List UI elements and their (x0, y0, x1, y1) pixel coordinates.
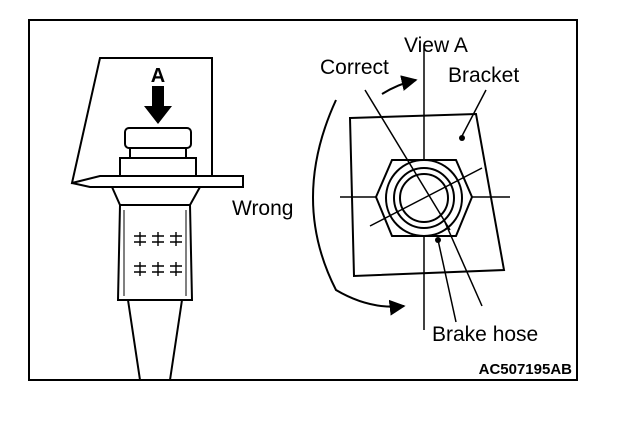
fitting-nut (124, 127, 192, 149)
brake-pipe (127, 299, 183, 381)
wrong-arc-arrow-icon (312, 99, 406, 316)
correct-label: Correct (320, 56, 389, 79)
hose-inner-ring (399, 173, 449, 223)
fitting-hex (119, 157, 197, 177)
brake-hose-leader-1 (437, 239, 457, 323)
bracket-leader (461, 89, 487, 137)
figure-frame (28, 19, 578, 381)
wrong-label: Wrong (232, 197, 293, 220)
bracket-flange (71, 175, 244, 188)
view-marker-label: A (151, 65, 165, 87)
correct-arrow-icon (381, 75, 418, 95)
hose-assembly-illustration (70, 57, 244, 381)
view-a-label: View A (404, 34, 468, 57)
wrong-direction-line (369, 167, 483, 227)
hose-middle-ring (393, 167, 455, 229)
view-arrow-a: A (144, 65, 172, 124)
figure-code: AC507195AB (479, 361, 573, 378)
down-arrow-icon (144, 86, 172, 124)
correct-direction-line (364, 89, 451, 231)
bracket-label: Bracket (448, 64, 519, 87)
hose-crimp-marks (134, 232, 182, 276)
view-a-illustration (312, 48, 510, 330)
brake-hose-label: Brake hose (432, 323, 538, 346)
hose-body (116, 204, 194, 301)
brake-hose-leader-2 (443, 219, 483, 307)
hose-collar (110, 186, 202, 206)
hose-outer-ring (385, 159, 463, 237)
bracket-dot (459, 135, 465, 141)
fitting-washer (129, 147, 187, 159)
